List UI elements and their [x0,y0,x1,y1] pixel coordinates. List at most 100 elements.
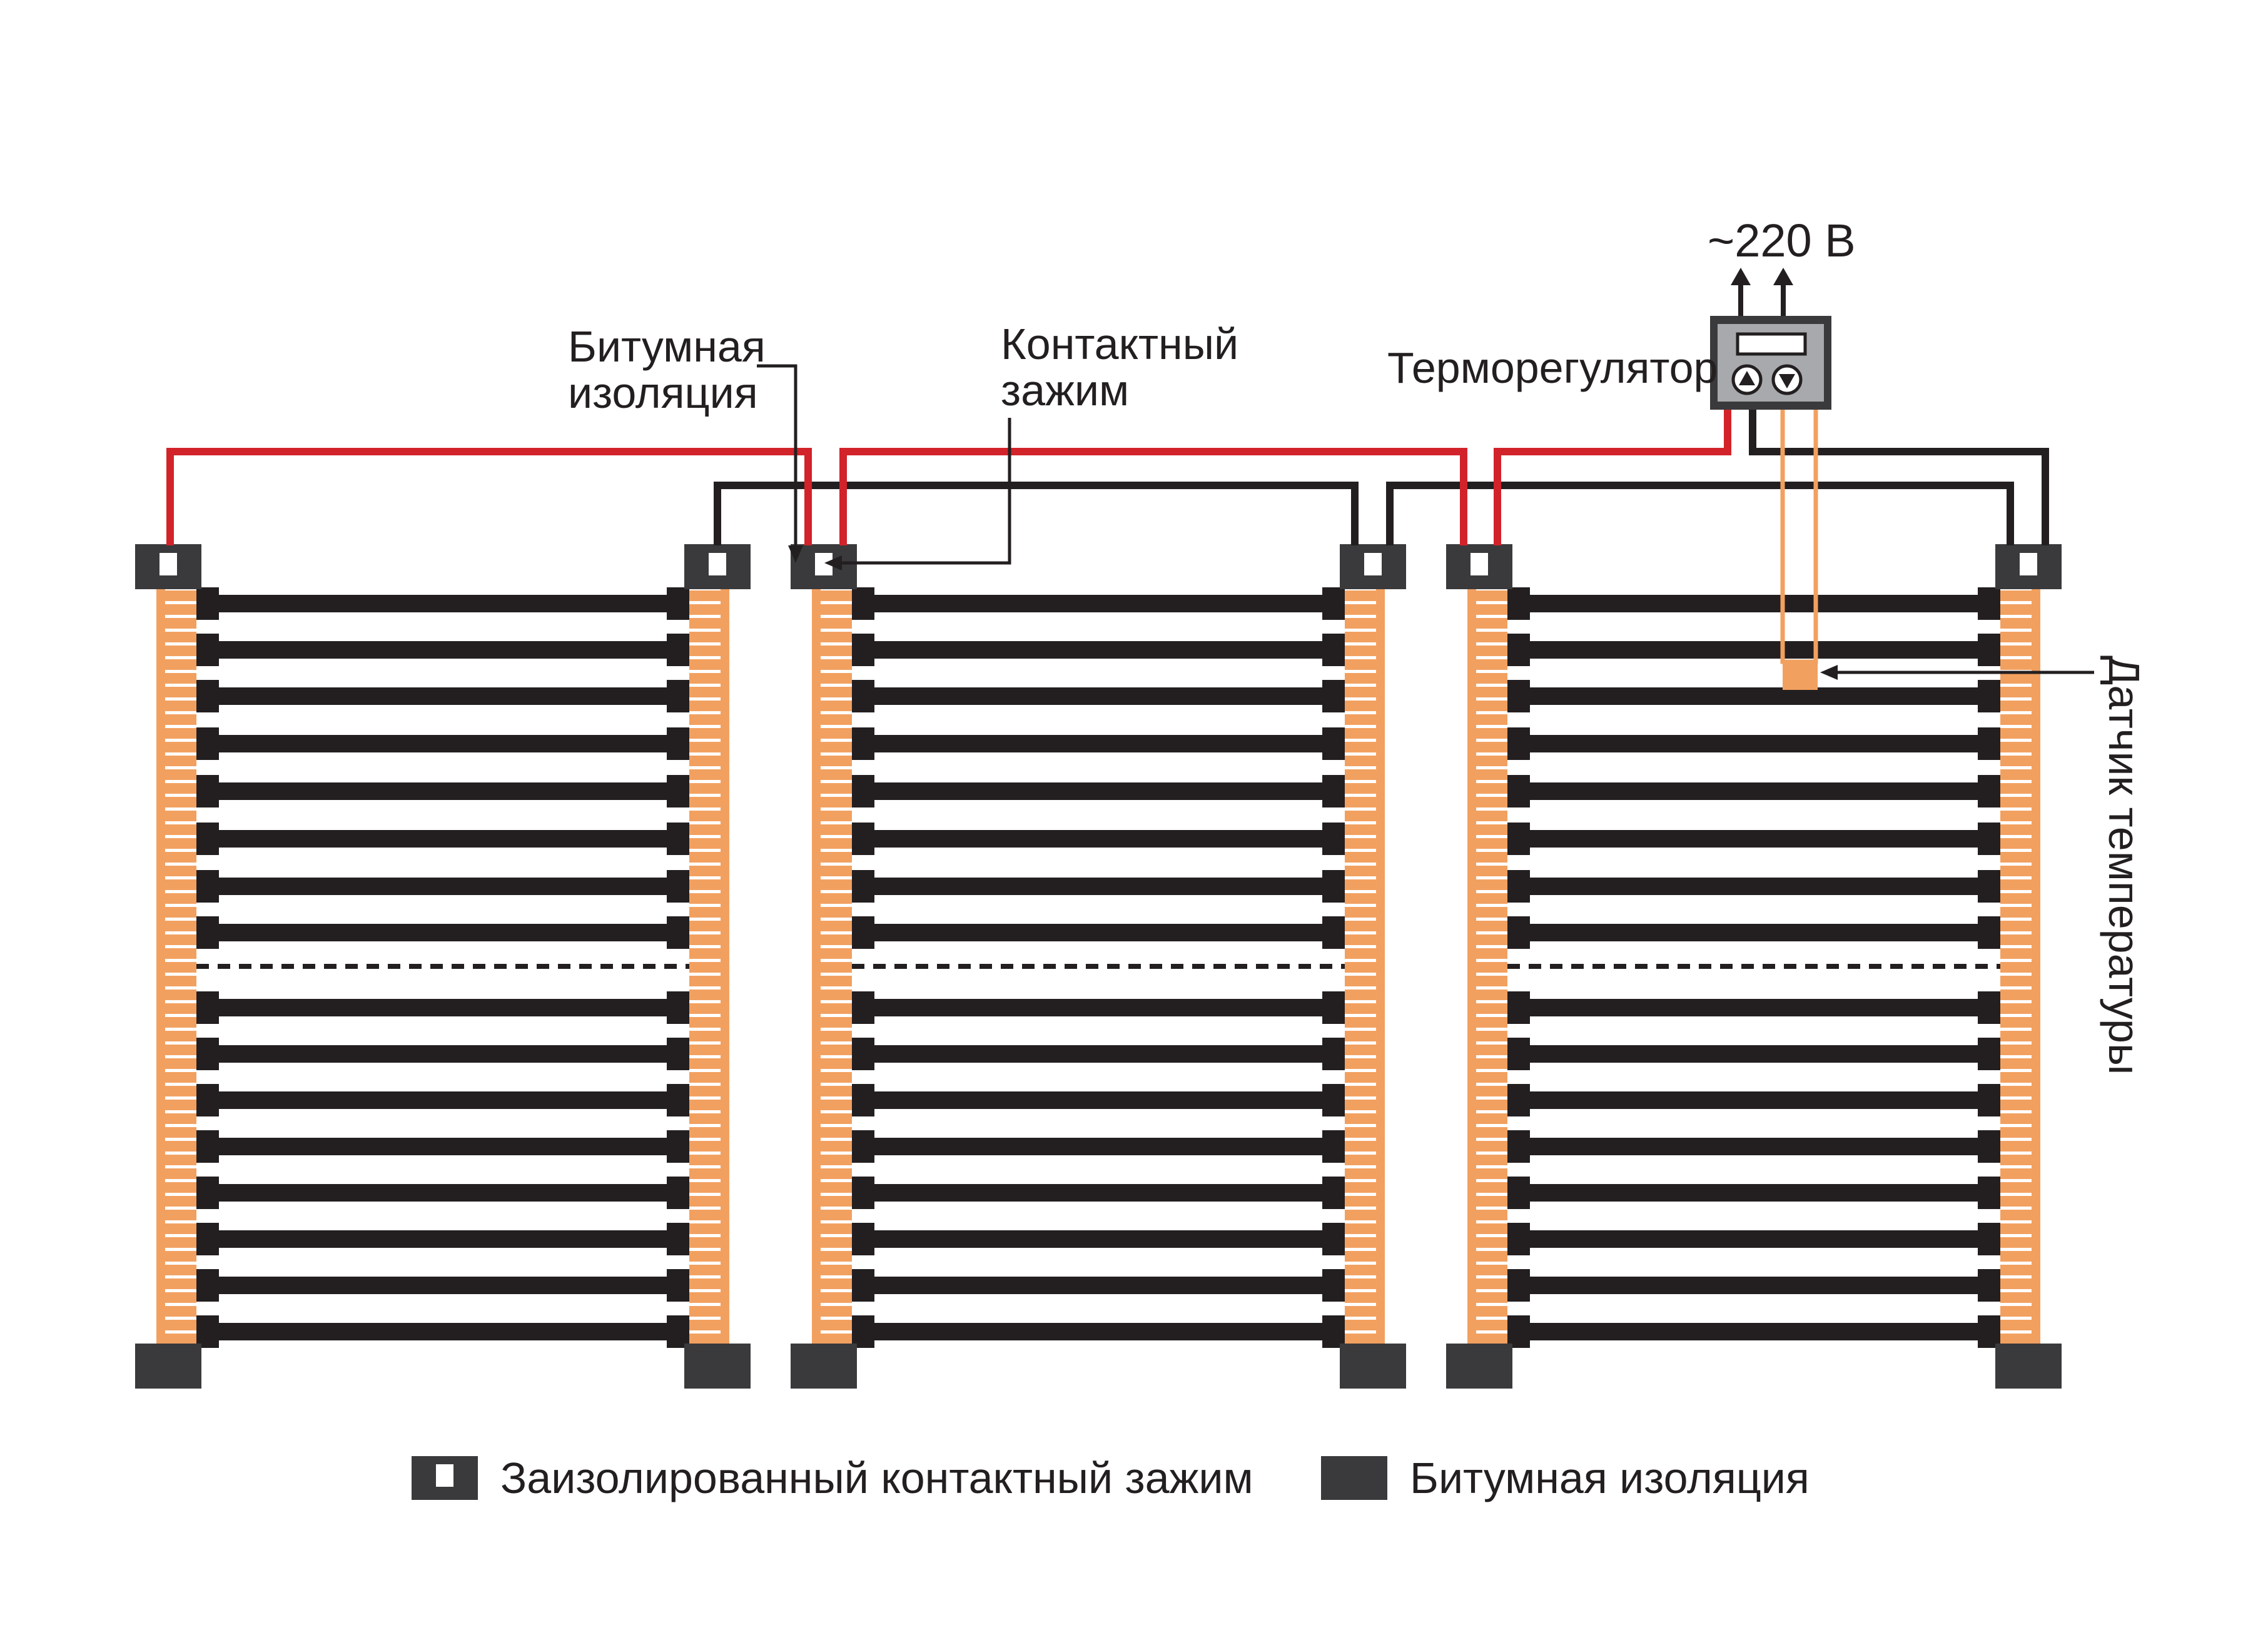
arrow-down-icon [1771,364,1803,395]
sensor-wire [1780,410,1818,664]
clamp-top-right-contact [709,553,726,575]
carbon-strip [196,878,689,895]
neutral-wiring [714,408,2049,545]
carbon-strip-cap-right [1978,1084,2000,1116]
carbon-strip-cap-right [1978,1315,2000,1348]
carbon-strip-cap-right [667,1130,689,1163]
carbon-strip-cap-right [1978,823,2000,855]
carbon-strip [196,924,689,941]
carbon-strip-cap-right [667,823,689,855]
copper-comb-right [689,582,721,1346]
carbon-strip [196,595,689,612]
carbon-strip-cap-right [667,1038,689,1070]
carbon-strip-cap-left [852,870,874,903]
carbon-strip-cap-left [852,1315,874,1348]
carbon-strip-cap-left [196,1084,219,1116]
carbon-strip [852,641,1345,659]
carbon-strip-cap-left [1507,634,1530,666]
carbon-strip-cap-left [852,991,874,1024]
carbon-strip-cap-right [1322,1269,1345,1302]
legend: Заизолированный контактный зажим Битумна… [412,1454,1810,1502]
sensor-probe [1783,660,1818,690]
callouts [757,364,2094,674]
carbon-strip [196,735,689,752]
neutral-wire-a [714,482,1359,545]
carbon-strip-cap-right [1978,775,2000,807]
carbon-strip [196,1184,689,1202]
carbon-strip-cap-left [1507,727,1530,760]
carbon-strip-cap-left [852,587,874,620]
carbon-strip [852,735,1345,752]
power-lead-arrowhead-right [1773,268,1793,285]
carbon-strip [852,999,1345,1016]
carbon-strip-cap-left [1507,775,1530,807]
legend-label-insulated-clamp: Заизолированный контактный зажим [500,1454,1253,1502]
carbon-strip-cap-left [852,1269,874,1302]
carbon-strip-cap-right [1978,1223,2000,1255]
copper-comb-left [821,582,852,1346]
carbon-strip-cap-right [1322,823,1345,855]
carbon-strip-cap-left [196,870,219,903]
carbon-strip-cap-right [667,680,689,712]
carbon-strip-cap-left [852,1084,874,1116]
carbon-strip-cap-right [667,991,689,1024]
carbon-strip-cap-left [1507,991,1530,1024]
carbon-strip-cap-left [852,823,874,855]
carbon-strip-cap-left [1507,823,1530,855]
callout-arrowhead-clamp [824,555,842,570]
carbon-strip [1507,924,2000,941]
carbon-strip-cap-right [1322,727,1345,760]
carbon-strip [1507,830,2000,848]
carbon-strip [1507,1323,2000,1340]
copper-comb-left [1476,582,1507,1346]
carbon-strip-cap-left [1507,916,1530,949]
phase-wire-b [839,448,1467,545]
power-lead-arrowhead-left [1731,268,1751,285]
carbon-strip [196,1091,689,1109]
carbon-strip [852,1091,1345,1109]
carbon-strip-cap-right [1978,634,2000,666]
carbon-strip-cap-right [1978,1038,2000,1070]
carbon-strip-cap-right [667,775,689,807]
carbon-strip-cap-left [196,634,219,666]
carbon-strip [1507,1045,2000,1063]
carbon-strips [196,587,689,1348]
carbon-strip-cap-left [196,1130,219,1163]
carbon-strip-cap-right [1978,680,2000,712]
carbon-strip [852,924,1345,941]
carbon-strip-cap-left [1507,1315,1530,1348]
neutral-wire-c [1749,408,2049,545]
carbon-strip-cap-right [667,1084,689,1116]
thermostat-label: Терморегулятор [1387,343,1718,392]
carbon-strip [852,1277,1345,1294]
carbon-strip-cap-left [196,1177,219,1209]
carbon-strip [852,1045,1345,1063]
carbon-strip [1507,735,2000,752]
carbon-strip-cap-right [1322,1315,1345,1348]
carbon-strip-cap-left [1507,1038,1530,1070]
carbon-strip [1507,782,2000,800]
carbon-strip-cap-right [1322,870,1345,903]
bitumen-bottom-right [684,1344,751,1389]
carbon-strip-cap-right [1978,870,2000,903]
carbon-strip-cap-left [196,991,219,1024]
carbon-strip [1507,1230,2000,1248]
carbon-strip-cap-left [1507,1084,1530,1116]
carbon-strip-cap-left [196,1315,219,1348]
carbon-strip-cap-right [667,916,689,949]
bitumen-callout-label-1: Битумная [568,322,766,371]
carbon-strip [1507,1184,2000,1202]
clamp-top-left-contact [159,553,177,575]
carbon-strip [1507,1277,2000,1294]
clamp-icon-contact [436,1464,453,1487]
phase-wire-a [166,448,812,545]
bitumen-bottom-left [135,1344,201,1389]
carbon-strips [1507,587,2000,1348]
callout-arrowhead-bitumen [788,545,803,563]
carbon-strip-cap-left [852,1177,874,1209]
carbon-strip-cap-right [1322,916,1345,949]
callout-arrowhead-sensor [1820,665,1838,680]
voltage-label: ~220 В [1708,215,1856,266]
clamp-top-left-contact [1471,553,1488,575]
